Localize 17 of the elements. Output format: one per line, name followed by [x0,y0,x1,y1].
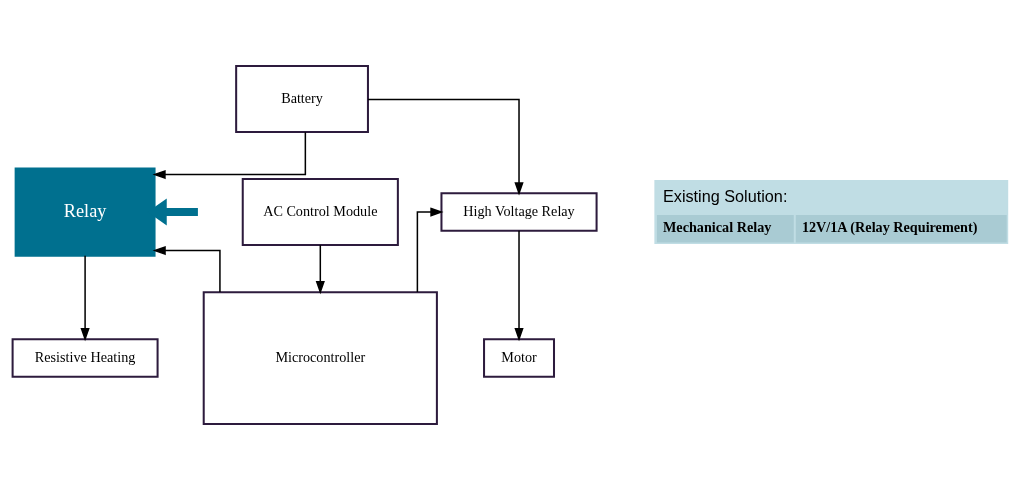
node-box: High Voltage Relay [440,191,598,232]
arrow [152,131,307,179]
node-box: Microcontroller [202,290,438,425]
node-box: Battery [235,64,369,133]
label: Mechanical Relay [662,218,772,235]
arrow [367,98,524,195]
arrow [416,206,444,293]
label: Existing Solution: [662,186,788,205]
arrow [514,229,524,341]
node-box: AC Control Module [241,177,399,246]
arrow [80,254,90,341]
node-box: Relay [14,166,156,257]
arrow [315,243,325,294]
arrow [152,245,221,293]
label: 12V/1A (Relay Requirement) [801,218,978,235]
node-box: Motor [483,337,555,378]
node-box: Resistive Heating [11,337,159,378]
